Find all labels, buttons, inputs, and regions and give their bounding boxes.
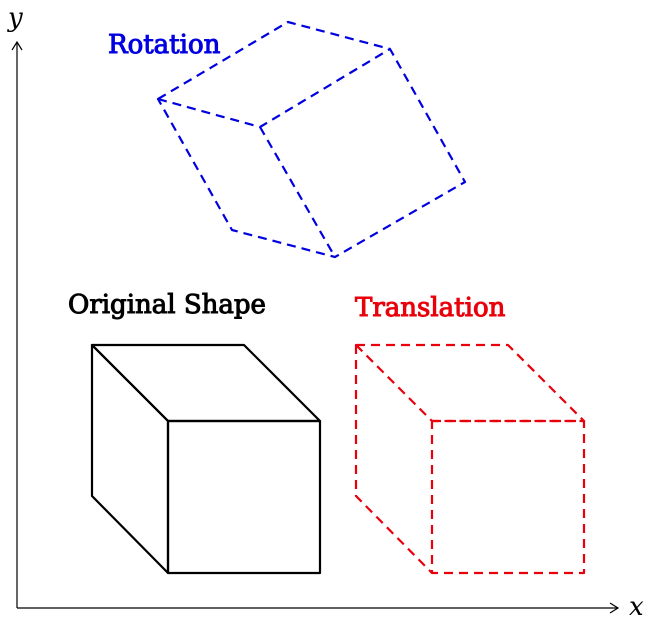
translation-left-face [354,345,433,574]
y-axis-label: y [7,3,23,33]
y-axis-arrowhead [11,40,23,51]
rotation-shape-label: Rotation [108,30,221,60]
original-shape: Original Shape [68,290,322,575]
original-left-face [90,343,170,575]
rotation-outline [156,20,467,259]
translation-front-face [430,419,586,575]
axes: y x [7,3,644,617]
original-front-face [166,419,322,575]
x-axis-label: x [629,592,644,617]
original-shape-label: Original Shape [68,290,266,320]
x-axis-arrowhead [609,602,620,614]
rotation-inner-vertical [259,126,336,258]
translation-shape: Translation [354,293,586,575]
rotation-inner-edges [157,48,391,129]
rotation-shape: Rotation [108,20,467,259]
original-top-face [90,343,322,423]
translation-top-face [354,343,586,423]
translation-shape-label: Translation [355,293,506,323]
